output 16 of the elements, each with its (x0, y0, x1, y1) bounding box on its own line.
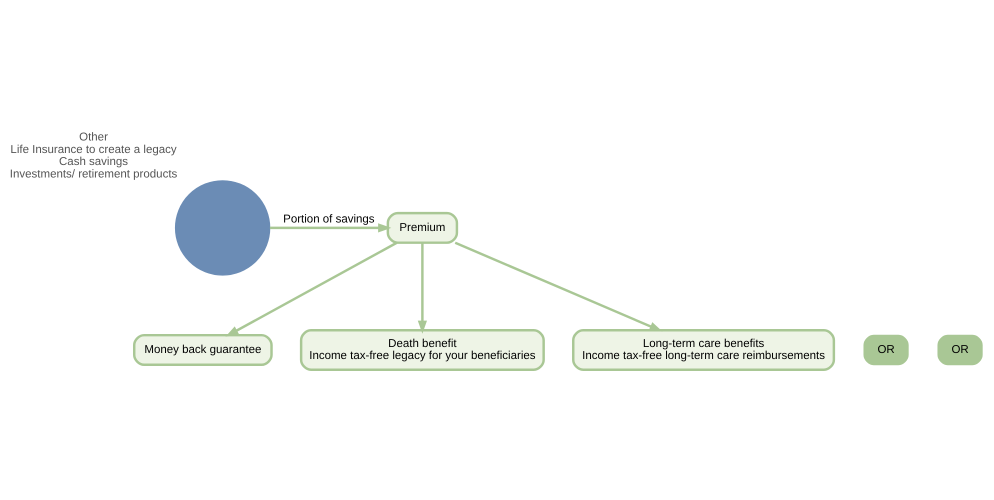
node-box: Premium (386, 211, 458, 244)
edge-label: Portion of savings (283, 212, 375, 225)
arrow (418, 242, 427, 334)
node-box: Money back guarantee (133, 333, 273, 366)
arrow (225, 241, 398, 336)
node-box: OR (937, 334, 983, 365)
node-box: Death benefit Income tax-free legacy for your beneficiaries (300, 328, 545, 370)
node-label: Investments/ retirement products (10, 168, 178, 180)
node-label: Life Insurance to create a legacy (10, 143, 177, 156)
arrow (454, 241, 663, 332)
node-label: Cash savings (59, 156, 128, 168)
node-label: Other (79, 130, 108, 143)
arrow (270, 222, 392, 232)
node-box: Long-term care benefits Income tax-free long-term care reimbursements (572, 328, 836, 370)
node-circle (174, 180, 270, 276)
node-box: OR (863, 334, 909, 365)
